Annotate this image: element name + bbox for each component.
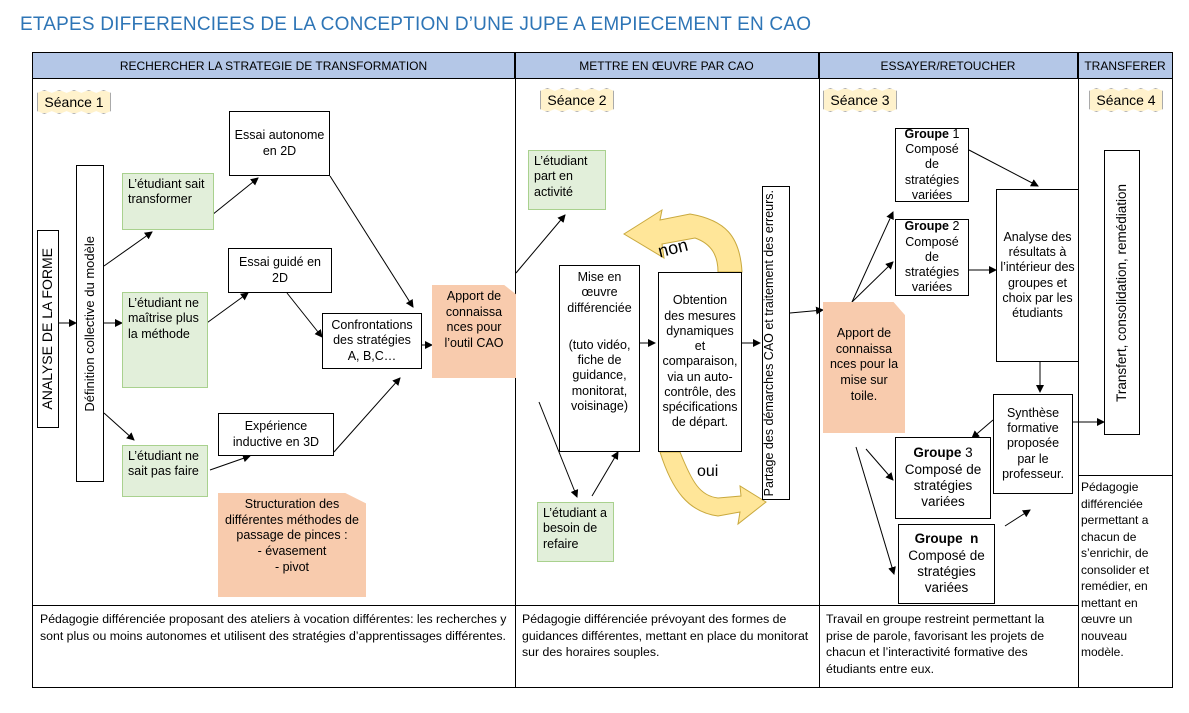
col1-bottom-text: Pédagogie différenciée proposant des ate…	[40, 612, 507, 643]
definition-modele-box: Définition collective du modèle	[76, 165, 104, 482]
transfert-box: Transfert, consolidation, remédiation	[1104, 150, 1140, 435]
groupe-1-num: 1	[952, 126, 960, 141]
partage-demarches-label: Partage des démarches CAO et traitement …	[762, 189, 776, 497]
structuration-methodes: Structuration des différentes méthodes d…	[218, 493, 366, 597]
oui-loop-arrow	[659, 451, 767, 526]
non-loop-arrow	[623, 208, 743, 273]
synthese-formative-box: Synthèse formative proposée par le profe…	[993, 394, 1073, 494]
page-title: ETAPES DIFFERENCIEES DE LA CONCEPTION D’…	[20, 14, 812, 35]
groupe-n-desc: Composé de stratégies variées	[908, 547, 985, 596]
seance-4-badge: Séance 4	[1089, 88, 1163, 112]
groupe-3-box: Groupe 3 Composé de stratégies variées	[895, 437, 991, 519]
bottom-divider-right	[1078, 475, 1172, 476]
arrows	[58, 149, 1105, 575]
header-rechercher: RECHERCHER LA STRATEGIE DE TRANSFORMATIO…	[33, 53, 515, 79]
analyse-resultats-box: Analyse des résultats à l’intérieur des …	[996, 189, 1079, 362]
structuration-item-evasement: - évasement	[257, 543, 327, 558]
apport-outil-cao: Apport de connaissa nces pour l’outil CA…	[432, 285, 516, 378]
analyse-forme-box: ANALYSE DE LA FORME	[37, 230, 59, 428]
transfert-label: Transfert, consolidation, remédiation	[1113, 183, 1129, 402]
col4-bottom-text: Pédagogie différenciée permettant a chac…	[1081, 480, 1150, 660]
etudiant-sait-transformer: L’étudiant sait transformer	[122, 173, 214, 230]
structuration-text: Structuration des différentes méthodes d…	[225, 497, 359, 543]
definition-modele-label: Définition collective du modèle	[82, 235, 98, 412]
partage-demarches-box: Partage des démarches CAO et traitement …	[762, 186, 790, 500]
header-transferer: TRANSFERER	[1078, 53, 1172, 79]
groupe-2-box: Groupe 2 Composé de stratégies variées	[895, 219, 969, 296]
groupe-3-desc: Composé de stratégies variées	[904, 461, 982, 510]
analyse-forme-label: ANALYSE DE LA FORME	[39, 248, 56, 410]
experience-inductive-box: Expérience inductive en 3D	[218, 413, 334, 456]
groupe-1-name: Groupe	[904, 126, 949, 141]
obtention-mesures-box: Obtention des mesures dynamiques et comp…	[658, 272, 742, 452]
groupe-2-name: Groupe	[904, 219, 949, 234]
etudiant-besoin-refaire: L’étudiant a besoin de refaire	[537, 502, 614, 562]
apport-mise-sur-toile: Apport de connaissa nces pour la mise su…	[823, 302, 905, 433]
col2-bottom-text: Pédagogie différenciée prévoyant des for…	[522, 612, 809, 660]
groupe-n-box: Groupe n Composé de stratégies variées	[898, 524, 995, 604]
groupe-1-box: Groupe 1 Composé de stratégies variées	[895, 126, 969, 202]
header-mettre-en-oeuvre: METTRE EN ŒUVRE PAR CAO	[515, 53, 819, 79]
bottom-divider-mid	[819, 605, 1078, 606]
seance-1-badge: Séance 1	[37, 90, 111, 114]
separator-3	[1078, 53, 1079, 687]
col3-bottom-text: Travail en groupe restreint permettant l…	[826, 612, 1045, 676]
header-essayer: ESSAYER/RETOUCHER	[819, 53, 1078, 79]
groupe-3-name: Groupe	[913, 445, 962, 461]
groupe-n-name: Groupe	[914, 531, 963, 547]
groupe-n-num: n	[970, 531, 979, 547]
diagram-frame	[32, 52, 1173, 688]
seance-2-badge: Séance 2	[540, 88, 614, 112]
confrontations-box: Confrontations des stratégies A, B,C…	[322, 313, 422, 369]
essai-autonome-box: Essai autonome en 2D	[229, 111, 330, 176]
groupe-2-desc: Composé de stratégies variées	[904, 234, 960, 295]
mise-oeuvre-box: Mise en œuvre différenciée (tuto vidéo, …	[559, 265, 640, 452]
etudiant-ne-maitrise-plus: L’étudiant ne maîtrise plus la méthode	[122, 292, 208, 388]
etudiant-part-activite: L’étudiant part en activité	[528, 150, 606, 210]
groupe-2-num: 2	[952, 219, 960, 234]
groupe-3-num: 3	[965, 445, 973, 461]
mise-oeuvre-detail: (tuto vidéo, fiche de guidance, monitora…	[568, 337, 631, 413]
bottom-divider-left	[33, 605, 819, 606]
mise-oeuvre-title: Mise en œuvre différenciée	[567, 270, 632, 315]
structuration-item-pivot: - pivot	[274, 559, 310, 574]
seance-3-badge: Séance 3	[823, 88, 897, 112]
oui-label: oui	[697, 463, 719, 480]
groupe-1-desc: Composé de stratégies variées	[904, 142, 960, 202]
separator-2	[819, 53, 820, 687]
etudiant-ne-sait-pas: L’étudiant ne sait pas faire	[122, 445, 208, 497]
essai-guide-box: Essai guidé en 2D	[228, 248, 332, 293]
